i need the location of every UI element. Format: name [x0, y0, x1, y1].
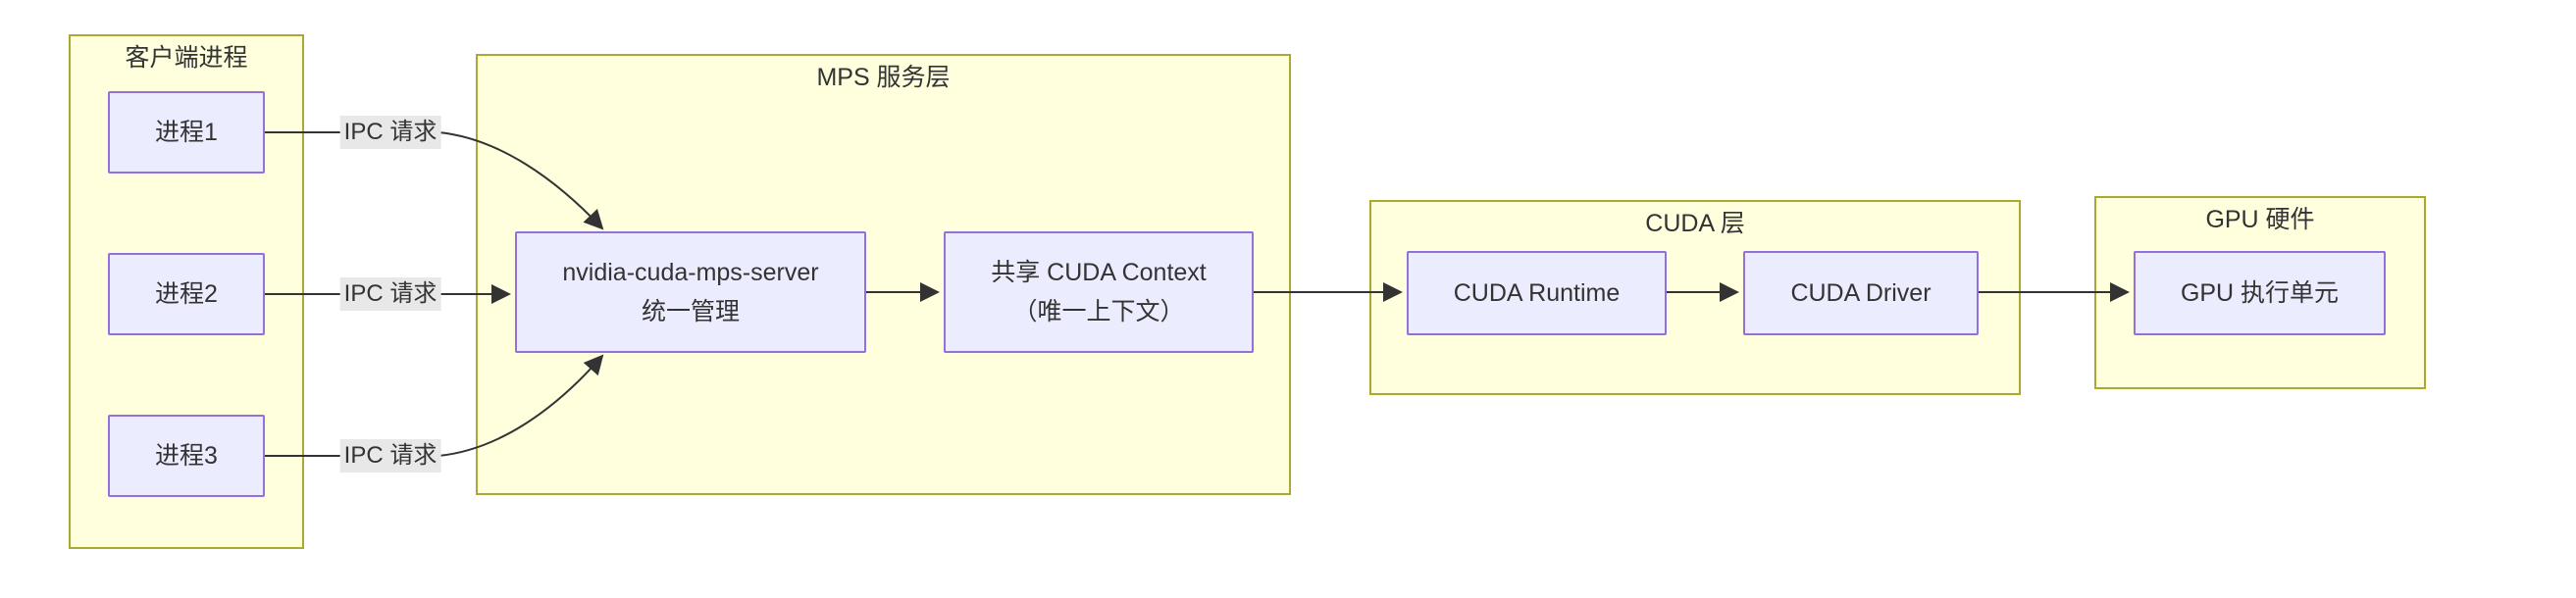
node-mps-server: nvidia-cuda-mps-server 统一管理 [515, 231, 866, 353]
edge-label-ipc-request-1: IPC 请求 [339, 116, 441, 149]
node-gpu-exec-units: GPU 执行单元 [2134, 251, 2386, 335]
node-cuda-driver: CUDA Driver [1743, 251, 1979, 335]
node-mps-server-line1: nvidia-cuda-mps-server [562, 259, 819, 286]
node-shared-cuda-context-line1: 共享 CUDA Context [991, 259, 1207, 286]
node-process-1-label: 进程1 [155, 119, 218, 146]
node-shared-cuda-context: 共享 CUDA Context （唯一上下文） [944, 231, 1254, 353]
node-process-2: 进程2 [108, 253, 265, 335]
edge-label-ipc-request-3: IPC 请求 [339, 439, 441, 473]
node-gpu-exec-units-label: GPU 执行单元 [2180, 279, 2340, 307]
node-shared-cuda-context-line2: （唯一上下文） [1012, 298, 1185, 325]
node-process-2-label: 进程2 [155, 280, 218, 308]
node-process-1: 进程1 [108, 91, 265, 174]
node-cuda-runtime: CUDA Runtime [1407, 251, 1667, 335]
cluster-title-cuda: CUDA 层 [1645, 210, 1745, 237]
node-process-3: 进程3 [108, 415, 265, 497]
node-cuda-driver-label: CUDA Driver [1790, 279, 1932, 307]
cluster-title-gpu: GPU 硬件 [2205, 206, 2315, 233]
cluster-title-mps: MPS 服务层 [816, 64, 951, 91]
node-mps-server-line2: 统一管理 [641, 298, 740, 325]
node-cuda-runtime-label: CUDA Runtime [1453, 279, 1621, 307]
node-process-3-label: 进程3 [155, 442, 218, 470]
cluster-title-client: 客户端进程 [125, 44, 248, 72]
edge-label-ipc-request-2: IPC 请求 [339, 277, 441, 311]
